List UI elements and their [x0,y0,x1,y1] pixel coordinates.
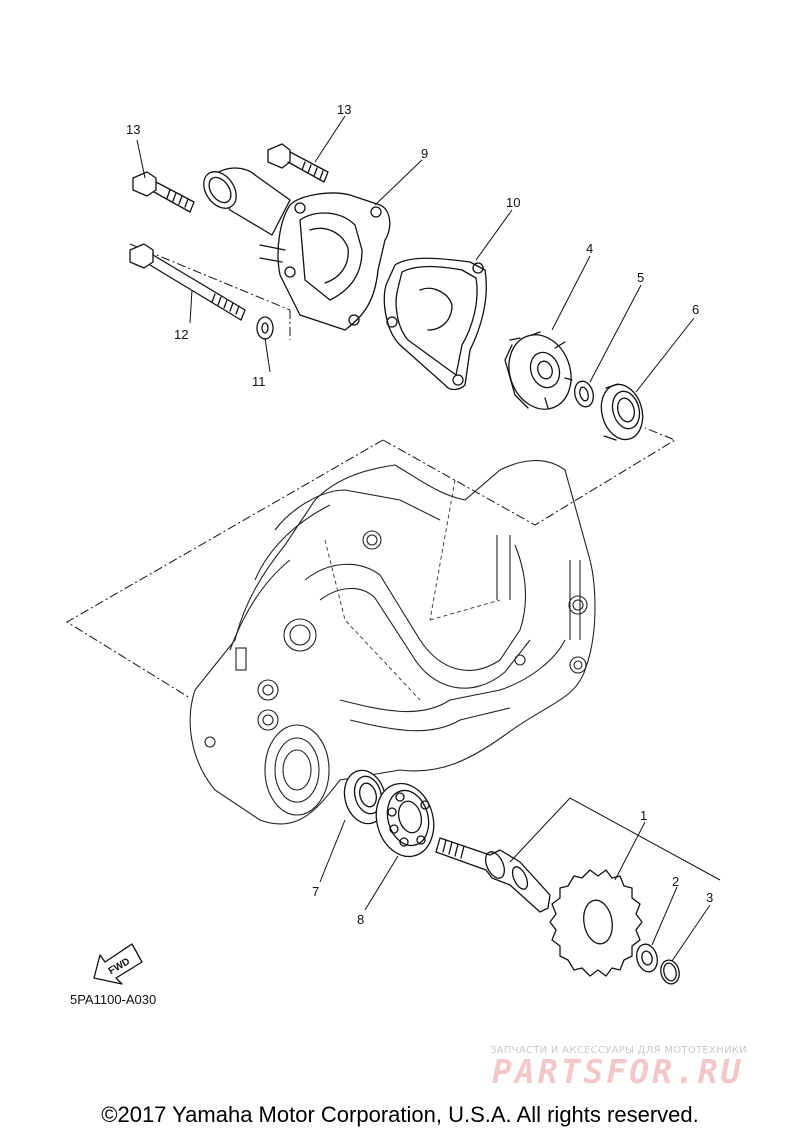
callout-9: 9 [421,146,428,161]
circlip-3 [660,959,680,985]
pipe [203,167,291,236]
fwd-arrow [93,943,143,985]
callout-3: 3 [706,890,713,905]
callout-2: 2 [672,874,679,889]
callout-1: 1 [640,808,647,823]
crankcase [189,459,596,825]
oil-seal-6 [600,383,644,441]
callout-11: 11 [252,374,266,389]
washer-5 [574,380,594,408]
impeller-shaft-1 [435,837,643,977]
washer-2 [636,943,658,973]
leader-lines [136,115,721,962]
callout-10: 10 [506,195,520,210]
gasket-10 [383,257,487,391]
callout-6: 6 [692,302,699,317]
bolt-12 [129,243,246,321]
callout-5: 5 [637,270,644,285]
callout-labels: 13 13 9 10 4 5 6 12 11 1 2 3 7 8 [126,102,713,927]
pump-cover-9 [259,192,391,331]
callout-13-upper: 13 [337,102,351,117]
bearing-7 [343,769,387,825]
bolt-13-left [132,171,195,213]
callout-7: 7 [312,884,319,899]
bolt-13-upper [267,143,329,183]
watermark-logo: PARTSFOR.RU [492,1052,744,1091]
watermark-tagline: ЗАПЧАСТИ И АКСЕССУАРЫ ДЛЯ МОТОТЕХНИКИ [490,1045,747,1056]
diagram-code: 5PA1100-A030 [70,992,157,1007]
callout-8: 8 [357,912,364,927]
reference-lines [66,243,677,699]
callout-13-left: 13 [126,122,140,137]
callout-4: 4 [586,241,593,256]
copyright-notice: ©2017 Yamaha Motor Corporation, U.S.A. A… [101,1102,699,1127]
washer-11 [256,316,274,340]
callout-12: 12 [174,327,188,342]
bearing-8 [375,782,435,858]
impeller-4 [504,331,573,410]
